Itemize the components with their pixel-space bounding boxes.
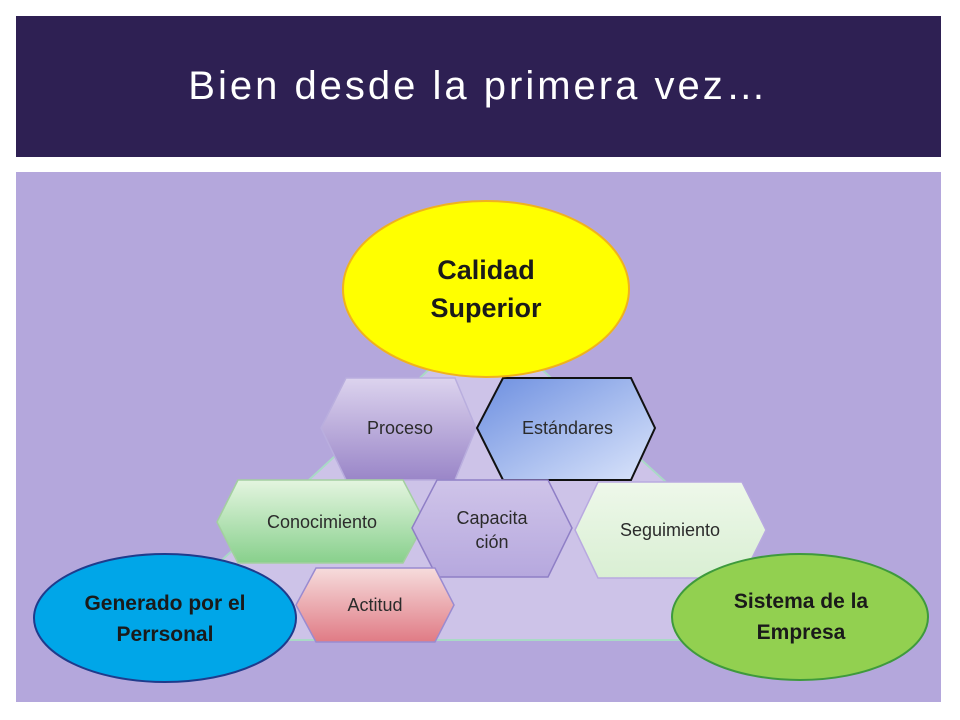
- label-estandares: Estándares: [521, 417, 614, 438]
- label-capacitacion: Capacita ción: [456, 507, 528, 552]
- slide-title: Bien desde la primera vez…: [188, 64, 769, 108]
- hex-capacitacion: [411, 479, 573, 578]
- hex-actitud: [295, 567, 455, 643]
- hex-conocimiento: [216, 479, 426, 564]
- goal-ellipse: [342, 200, 630, 378]
- hex-estandares: [475, 377, 657, 481]
- label-base-right: Sistema de la Empresa: [733, 589, 869, 645]
- label-goal: Calidad Superior: [430, 255, 542, 323]
- base-right-ellipse: [671, 553, 929, 681]
- label-base-left: Generado por el Perrsonal: [84, 591, 246, 647]
- label-seguimiento: Seguimiento: [619, 519, 721, 540]
- title-band: Bien desde la primera vez…: [16, 16, 941, 157]
- label-proceso: Proceso: [366, 417, 434, 438]
- label-conocimiento: Conocimiento: [266, 511, 378, 532]
- base-left-ellipse: [33, 553, 297, 683]
- label-actitud: Actitud: [347, 594, 403, 615]
